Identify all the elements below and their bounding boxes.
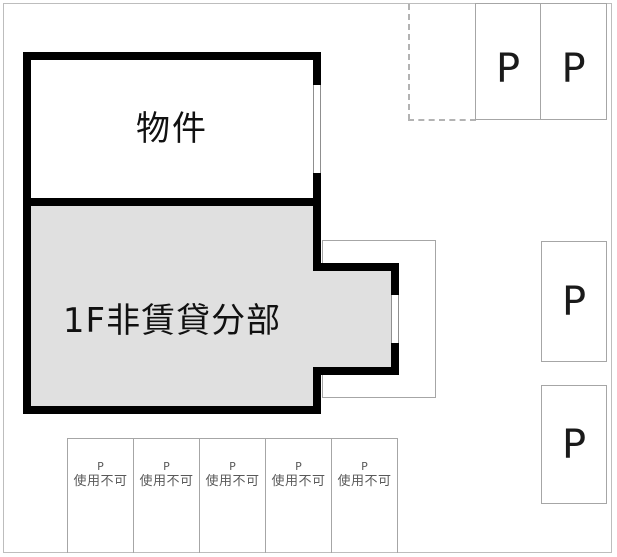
parking-stall-right-2: P	[541, 385, 607, 504]
parking-stall-disabled-3-label: P	[229, 460, 236, 473]
parking-stall-right-2-label: P	[561, 421, 587, 468]
parking-stall-disabled-4-status: 使用不可	[271, 474, 326, 490]
building-protrusion	[313, 263, 399, 375]
parking-stall-right-1: P	[541, 241, 607, 362]
parking-stall-disabled-4-label: P	[295, 460, 302, 473]
parking-stall-disabled-3-status: 使用不可	[205, 474, 260, 490]
parking-stall-disabled-5: P 使用不可	[331, 439, 398, 553]
plan-border	[3, 3, 612, 553]
parking-stall-disabled-2-status: 使用不可	[139, 474, 194, 490]
parking-stall-disabled-5-status: 使用不可	[337, 474, 392, 490]
parking-stall-disabled-2: P 使用不可	[133, 439, 199, 553]
parking-stall-disabled-1-label: P	[97, 460, 104, 473]
unit-room-label: 物件	[136, 108, 208, 149]
dashed-parking-outline-left	[408, 4, 410, 120]
parking-stall-top-1-label: P	[495, 45, 521, 92]
parking-stall-disabled-1-status: 使用不可	[73, 474, 128, 490]
non-rental-section-label: 1F非賃貸分部	[62, 300, 282, 341]
parking-stall-disabled-1: P 使用不可	[67, 439, 133, 553]
parking-stall-disabled-3: P 使用不可	[199, 439, 265, 553]
unit-room: 物件	[23, 52, 321, 206]
parking-stall-top-2-label: P	[561, 45, 586, 92]
parking-stall-disabled-4: P 使用不可	[265, 439, 331, 553]
window-icon	[313, 85, 321, 173]
parking-stall-right-1-label: P	[561, 278, 587, 325]
parking-stall-top-1: P	[475, 3, 541, 120]
parking-stall-disabled-2-label: P	[163, 460, 170, 473]
disabled-parking-row: P 使用不可 P 使用不可 P 使用不可 P 使用不可 P 使用不可	[67, 438, 398, 553]
parking-stall-top-2: P	[540, 3, 607, 120]
window-icon	[391, 295, 399, 343]
dashed-parking-outline-bottom	[408, 119, 476, 121]
non-rental-section: 1F非賃貸分部	[23, 198, 321, 414]
parking-stall-disabled-5-label: P	[361, 460, 368, 473]
